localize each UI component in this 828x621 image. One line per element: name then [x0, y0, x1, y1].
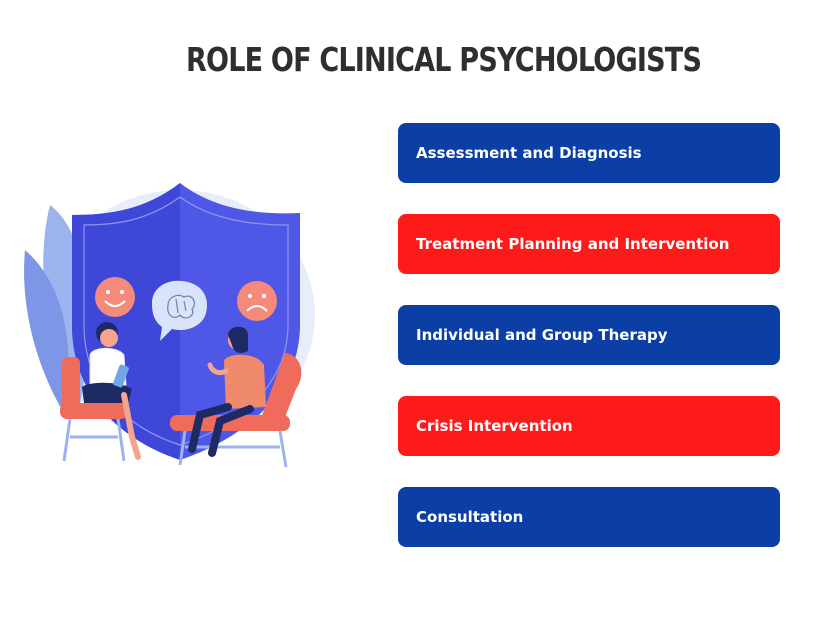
left-chair-legs — [62, 418, 126, 462]
woman-head — [100, 329, 118, 347]
man-shirt — [224, 354, 266, 409]
woman-skirt — [82, 382, 132, 403]
happy-face-icon — [95, 277, 135, 317]
role-treatment-planning[interactable]: Treatment Planning and Intervention — [398, 214, 780, 274]
sad-face-mouth — [246, 305, 268, 312]
sad-face-eye-right — [262, 294, 266, 298]
left-chair-seat — [60, 403, 128, 419]
therapy-session-illustration — [20, 175, 320, 475]
sad-face-icon — [237, 281, 277, 321]
sad-face-eye-left — [248, 294, 252, 298]
happy-face-eye-right — [120, 290, 124, 294]
woman-legs — [121, 392, 141, 460]
clipboard-icon — [113, 364, 129, 388]
man-arm — [207, 362, 229, 376]
roles-list: Assessment and Diagnosis Treatment Plann… — [398, 123, 780, 547]
happy-face-eye-left — [106, 290, 110, 294]
role-crisis-intervention[interactable]: Crisis Intervention — [398, 396, 780, 456]
happy-face-mouth — [104, 300, 126, 307]
leaf-left-front — [24, 250, 69, 415]
shield-outline — [83, 196, 289, 446]
role-assessment-diagnosis[interactable]: Assessment and Diagnosis — [398, 123, 780, 183]
left-chair-back — [62, 357, 80, 415]
role-individual-group-therapy[interactable]: Individual and Group Therapy — [398, 305, 780, 365]
speech-bubble — [152, 280, 207, 341]
right-chair-legs — [178, 430, 288, 468]
man-hair-beard — [228, 326, 248, 353]
therapy-illustration-svg — [24, 183, 315, 468]
page-title: ROLE OF CLINICAL PSYCHOLOGISTS — [186, 40, 702, 79]
role-consultation[interactable]: Consultation — [398, 487, 780, 547]
right-chair-back — [260, 353, 302, 425]
man-legs — [188, 403, 254, 457]
brain-icon — [167, 294, 196, 319]
